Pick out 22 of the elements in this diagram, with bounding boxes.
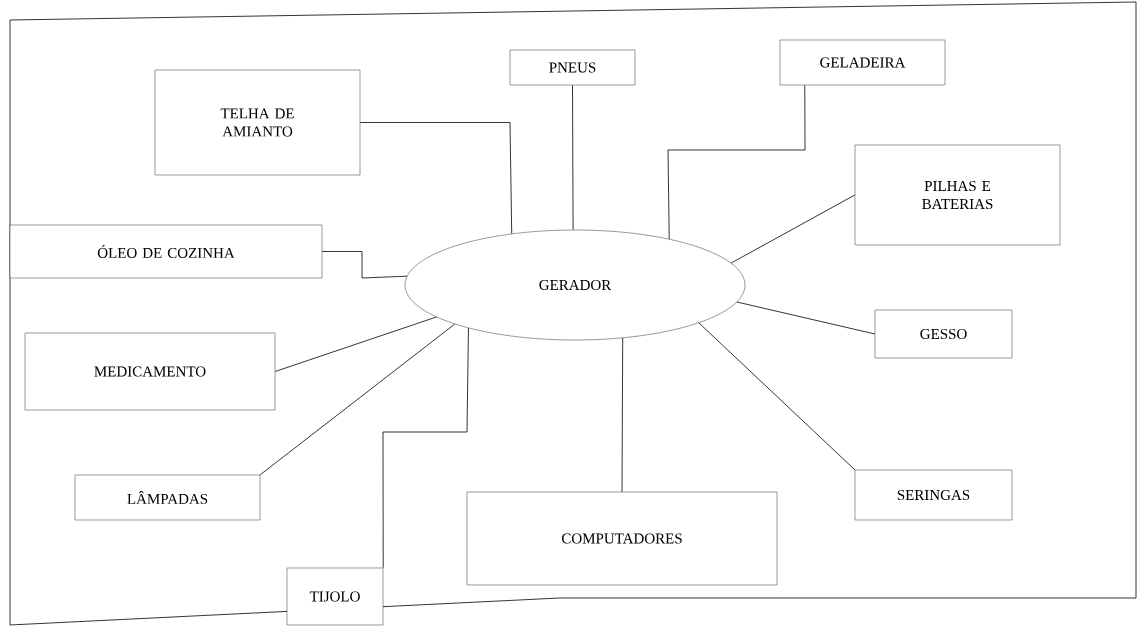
text-box: TIJOLO — [286, 567, 384, 626]
connector-line — [259, 323, 456, 476]
text-box: GELADEIRA — [779, 39, 946, 86]
connector-line — [730, 194, 856, 264]
connector-line — [321, 251, 408, 279]
connector-line — [667, 84, 806, 240]
text-box: COMPUTADORES — [466, 491, 778, 586]
connector-line — [572, 84, 574, 231]
text-box: PNEUS — [509, 49, 636, 86]
text-box: LÂMPADAS — [74, 474, 261, 521]
text-box: MEDICAMENTO — [24, 332, 276, 411]
text-box: SERINGAS — [854, 469, 1013, 521]
connector-line — [698, 322, 856, 471]
connector-line — [736, 301, 876, 335]
connector-line — [621, 337, 624, 493]
text-box: TELHA DE AMIANTO — [154, 69, 361, 176]
connector-line — [382, 327, 469, 569]
connector-line — [274, 316, 437, 372]
connector-line — [359, 122, 513, 235]
text-box: ÓLEO DE COZINHA — [9, 224, 323, 279]
text-box: GESSO — [874, 309, 1013, 359]
text-box: PILHAS E BATERIAS — [854, 144, 1061, 246]
